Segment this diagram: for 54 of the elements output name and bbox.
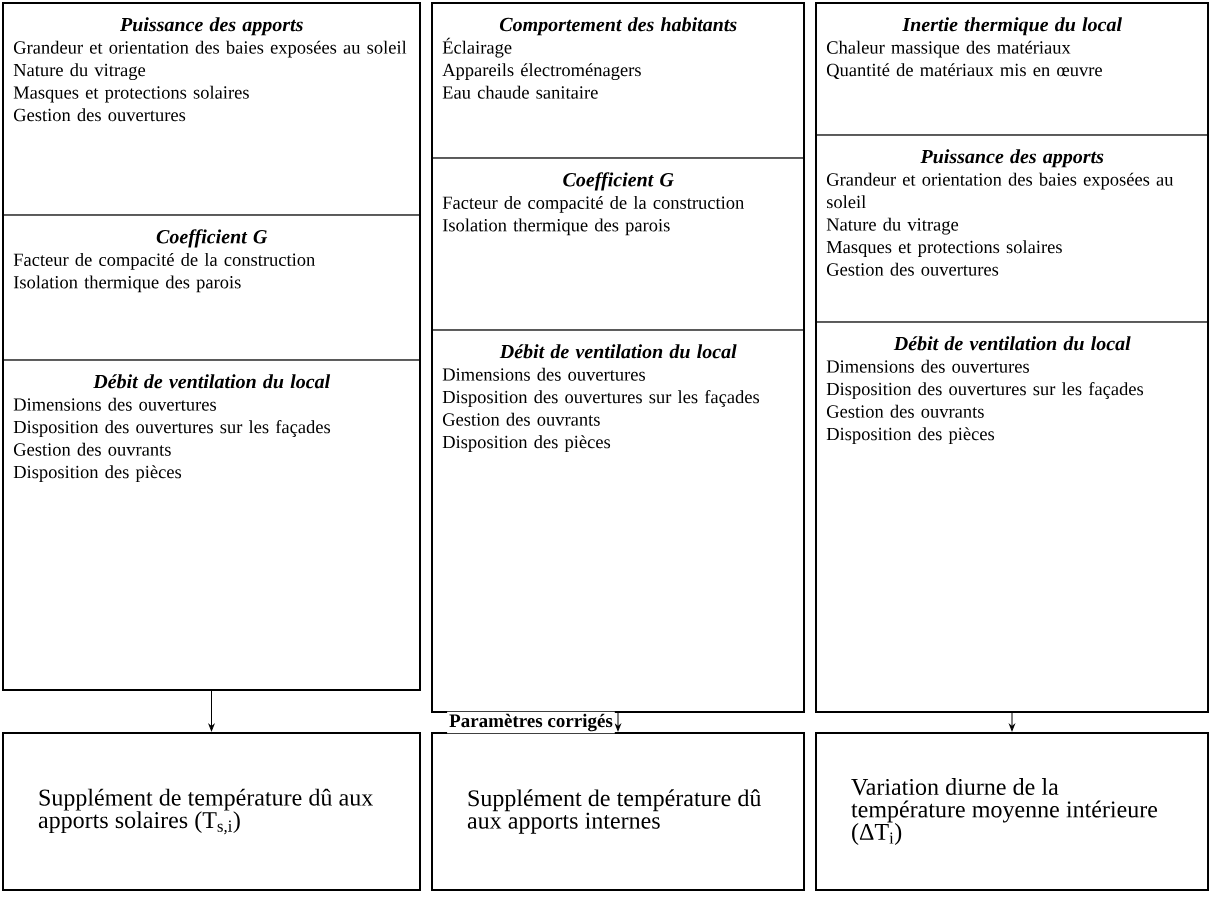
list-item: Gestion des ouvrants: [442, 412, 600, 426]
section-heading: Coefficient G: [563, 172, 674, 191]
arrow: [1009, 712, 1015, 732]
list-item: Dimensions des ouvertures: [13, 397, 216, 411]
edge-label: Paramètres corrigés: [447, 711, 615, 734]
list-item: Nature du vitrage: [13, 63, 146, 81]
section-box: [2, 2, 421, 216]
section-box: [431, 157, 805, 331]
list-item: Masques et protections solaires: [826, 240, 1062, 257]
list-item: Disposition des pièces: [442, 435, 611, 453]
list-item: Disposition des ouvertures sur les façades: [442, 390, 760, 408]
list-item: Disposition des pièces: [13, 465, 182, 483]
section-heading: Inertie thermique du local: [902, 17, 1122, 36]
list-item: Grandeur et orientation des baies exposées au soleil: [13, 40, 407, 58]
list-item: Facteur de compacité de la construction: [13, 252, 315, 270]
list-item: Nature du vitrage: [826, 217, 959, 235]
list-item: Disposition des ouvertures sur les façades: [13, 420, 331, 438]
result-box: Supplément de température dû aux apports solaires (T$_{s,i}$): [2, 732, 421, 891]
list-item: Appareils électroménagers: [442, 63, 641, 81]
list-item: Disposition des pièces: [826, 427, 995, 445]
list-item: Gestion des ouvertures: [13, 108, 186, 122]
section-box: [815, 134, 1209, 323]
arrow: [208, 690, 215, 732]
list-item: Quantité de matériaux mis en œuvre: [826, 63, 1102, 80]
section-heading: Puissance des apports: [119, 17, 303, 36]
arrow: [615, 712, 621, 732]
list-item: Masques et protections solaires: [13, 85, 249, 103]
result-box: Supplément de température dû aux apports internes: [431, 732, 805, 891]
list-item: Grandeur et orientation des baies exposées au soleil: [826, 172, 1174, 209]
list-item: Facteur de compacité de la construction: [442, 195, 744, 213]
list-item: Dimensions des ouvertures: [826, 359, 1029, 373]
list-item: Gestion des ouvertures: [826, 262, 999, 276]
list-item: Disposition des ouvertures sur les façades: [826, 382, 1144, 400]
section-box: [815, 321, 1209, 713]
section-box: [815, 2, 1209, 136]
section-heading: Comportement des habitants: [499, 17, 737, 36]
section-box: [431, 329, 805, 713]
list-item: Eau chaude sanitaire: [442, 85, 598, 99]
section-heading: Débit de ventilation du local: [893, 336, 1131, 351]
result-box: Variation diurne de la température moyenne intérieure (ΔT$_{i}$): [815, 732, 1209, 891]
section-box: [2, 359, 421, 691]
section-box: [431, 2, 805, 159]
list-item: Chaleur massique des matériaux: [826, 40, 1071, 58]
list-item: Gestion des ouvrants: [826, 404, 984, 418]
section-box: [2, 214, 421, 361]
list-item: Isolation thermique des parois: [13, 275, 241, 293]
section-heading: Débit de ventilation du local: [499, 344, 737, 359]
section-heading: Débit de ventilation du local: [93, 374, 331, 389]
section-heading: Coefficient G: [156, 229, 268, 248]
list-item: Éclairage: [442, 37, 512, 58]
list-item: Isolation thermique des parois: [442, 218, 670, 236]
list-item: Dimensions des ouvertures: [442, 367, 645, 381]
section-heading: Puissance des apports: [920, 149, 1104, 168]
list-item: Gestion des ouvrants: [13, 442, 171, 456]
